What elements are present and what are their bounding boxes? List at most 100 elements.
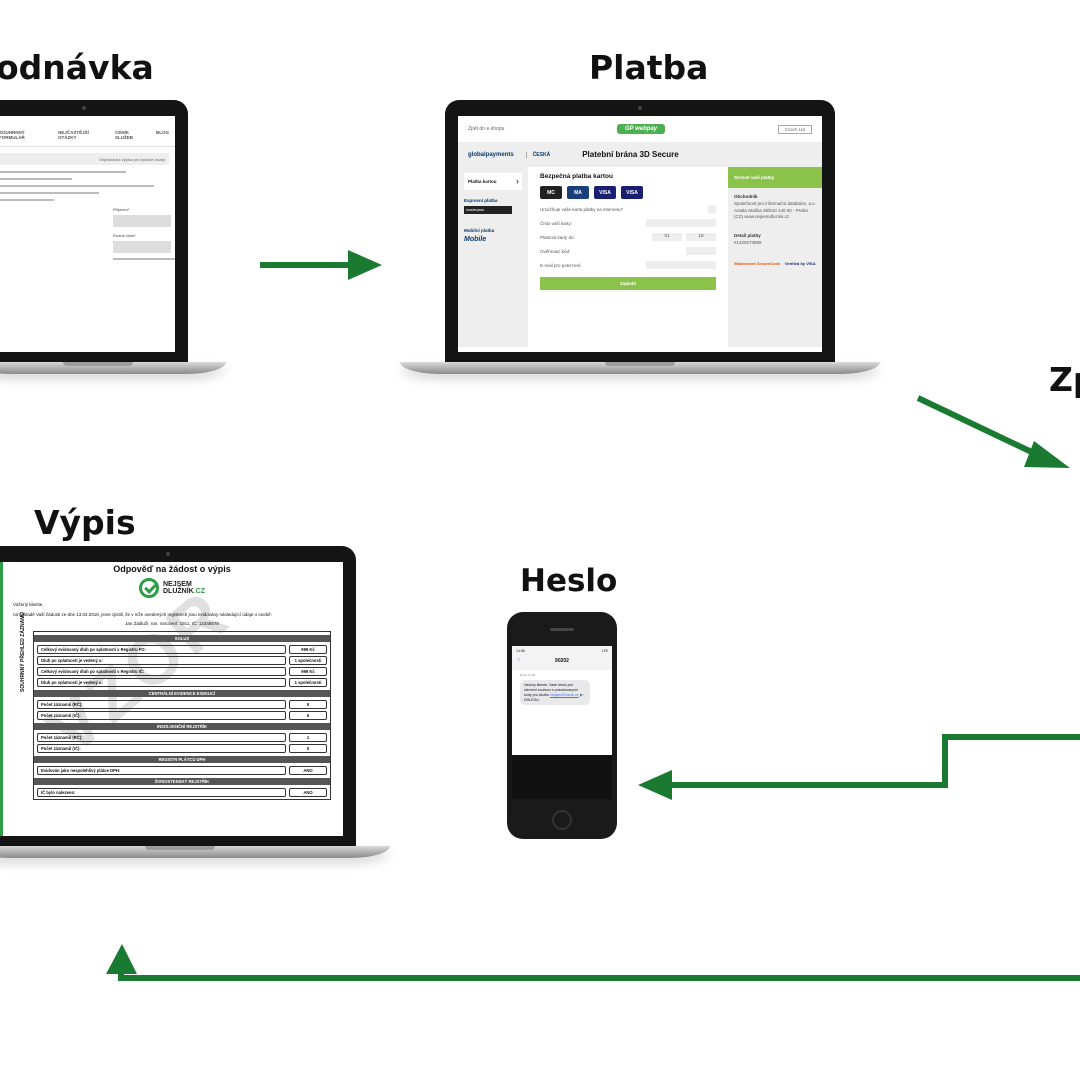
- cvc-input[interactable]: [686, 247, 716, 255]
- pay-button[interactable]: Zaplatit: [540, 277, 716, 290]
- status-time: 14:06: [516, 649, 525, 653]
- table-row: Počet záznamů (IČ):0: [37, 743, 327, 753]
- record-value: 1 společnosti: [289, 677, 327, 687]
- summary-header: Shrnutí vaší platby: [728, 167, 822, 188]
- sms-message: Vazeny kliente, Vase heslo pro otevreni …: [520, 680, 590, 706]
- masterpass-mobile-button[interactable]: Mobile: [464, 236, 487, 243]
- table-row: Evidován jako nespolehlivý plátce DPH:AN…: [37, 765, 327, 775]
- back-to-shop-link[interactable]: Zpět do e-shopu: [468, 126, 505, 132]
- laptop-order-base: [0, 362, 226, 374]
- laptop-payment: Zpět do e-shopu GP webpay Czech Ltd glob…: [445, 100, 835, 362]
- order-nav-item[interactable]: NEJČASTĚJŠÍ OTÁZKY: [58, 130, 89, 140]
- record-value: 1: [289, 732, 327, 742]
- title-platba: Platba: [589, 48, 709, 87]
- table-row: Celkový evidovaný dluh po splatnosti v R…: [37, 644, 327, 654]
- record-label: Počet záznamů (RČ):: [37, 732, 286, 742]
- table-row: Celkový evidovaný dluh po splatnosti v R…: [37, 666, 327, 676]
- sms-sender: 90202: [555, 658, 569, 664]
- expiry-label: Platnost karty do:: [540, 234, 575, 240]
- order-breadcrumb: Objednávka výpisu pro fyzické osoby: [0, 153, 169, 165]
- home-button[interactable]: [552, 810, 572, 830]
- payment-method-sidebar: Platba kartou› Expresní platba masterpas…: [458, 167, 528, 347]
- summary-side-label: SOUHRNNÝ PŘEHLED ZÁZNAMŮ: [20, 611, 26, 692]
- sms-link[interactable]: NejsemDluznik.cz: [550, 692, 579, 697]
- green-accent-bar: [0, 562, 3, 836]
- back-icon[interactable]: ‹: [518, 657, 520, 663]
- order-screen: SOUHRNNÝ FORMULÁŘ NEJČASTĚJŠÍ OTÁZKY CEN…: [0, 116, 175, 352]
- visa-icon: VISA: [594, 186, 616, 199]
- laptop-payment-base: [400, 362, 880, 374]
- arrow-to-sms: [638, 734, 1080, 800]
- card-number-input[interactable]: [646, 219, 716, 227]
- chevron-right-icon: ›: [516, 176, 519, 186]
- email-input[interactable]: [646, 261, 716, 269]
- arrow-order-to-payment: [260, 250, 382, 280]
- tab-card-payment[interactable]: Platba kartou›: [464, 173, 522, 190]
- card-form: Bezpečná platba kartou MC MA VISA VISA U…: [528, 167, 728, 347]
- record-label: Počet záznamů (IČ):: [37, 743, 286, 753]
- record-label: Dluh po splatnosti je vedený u:: [37, 655, 286, 665]
- statement-person: Jan Zadluží, nar. narození: 1911, IČ: 12…: [125, 621, 219, 627]
- visa-electron-icon: VISA: [621, 186, 643, 199]
- cvc-label: Ověřovací kód:: [540, 248, 571, 254]
- table-row: Dluh po splatnosti je vedený u:1 společn…: [37, 677, 327, 687]
- masterpass-button[interactable]: masterpass: [464, 206, 512, 214]
- mastercard-securecode-badge: Mastercard SecureCode: [734, 260, 781, 266]
- check-magnifier-icon: [139, 578, 159, 598]
- internet-payments-question: Umožňuje vaše karta platby na internetu?: [540, 206, 624, 212]
- arrow-to-statement: [106, 944, 1080, 981]
- globalpayments-logo: globalpayments: [468, 151, 514, 158]
- arrow-payment-to-confirmation: [916, 395, 1070, 468]
- statement-greeting: Vážený kliente,: [13, 602, 44, 607]
- record-value: ANO: [289, 787, 327, 797]
- order-field-label: Příjmení*: [113, 207, 130, 212]
- order-field-label: Rodné číslo*: [113, 233, 136, 238]
- record-label: IČ bylo nalezeno:: [37, 787, 286, 797]
- title-heslo: Heslo: [520, 563, 618, 599]
- registry-section-header: REGISTR PLÁTCŮ DPH: [34, 755, 330, 763]
- registry-section-header: SOLUS: [34, 634, 330, 642]
- registry-section-header: INSOLVENČNÍ REJSTŘÍK: [34, 722, 330, 730]
- statement-intro: na základě Vaší žádosti ze dne 13.04.201…: [13, 611, 272, 617]
- keyboard-area: [512, 755, 612, 799]
- record-label: Počet záznamů (RČ):: [37, 699, 286, 709]
- order-nav-item[interactable]: CENÍK SLUŽEB: [115, 130, 134, 140]
- mastercard-icon: MC: [540, 186, 562, 199]
- order-nav-item[interactable]: BLOG: [155, 130, 169, 135]
- record-value: 1 společnosti: [289, 655, 327, 665]
- mobile-payment-label: Mobilní platba: [464, 228, 495, 233]
- payment-detail: #1420273899: [734, 239, 762, 245]
- merchant-info: Společnost pro informační databáze, a.s.…: [734, 200, 816, 220]
- expiry-month-select[interactable]: 01: [652, 233, 682, 241]
- secure-payment-title: Bezpečná platba kartou: [540, 173, 613, 180]
- payment-detail-title: Detail platby: [734, 233, 761, 238]
- order-nav-item[interactable]: SOUHRNNÝ FORMULÁŘ: [0, 130, 25, 140]
- registry-section-header: ŽIVNOSTENSKÝ REJSTŘÍK: [34, 777, 330, 785]
- table-row: Dluh po splatnosti je vedený u:1 společn…: [37, 655, 327, 665]
- help-icon[interactable]: [708, 205, 716, 213]
- language-select[interactable]: Czech Ltd: [777, 124, 812, 134]
- record-value: 999 Kč: [289, 644, 327, 654]
- order-field[interactable]: [113, 241, 171, 253]
- gp-webpay-logo: GP webpay: [617, 124, 666, 134]
- laptop-order: SOUHRNNÝ FORMULÁŘ NEJČASTĚJŠÍ OTÁZKY CEN…: [0, 100, 188, 362]
- merchant-title: Obchodník: [734, 194, 758, 199]
- record-value: 6: [289, 710, 327, 720]
- record-value: 0: [289, 743, 327, 753]
- maestro-icon: MA: [567, 186, 589, 199]
- order-nav: SOUHRNNÝ FORMULÁŘ NEJČASTĚJŠÍ OTÁZKY CEN…: [0, 116, 175, 147]
- record-label: Evidován jako nespolehlivý plátce DPH:: [37, 765, 286, 775]
- bank-logo: ČESKÁ: [525, 151, 550, 158]
- table-row: Počet záznamů (RČ):1: [37, 732, 327, 742]
- records-table: SOUHRNNÝ PŘEHLED ZÁZNAMŮ SOLUS Celkový ev…: [20, 612, 331, 800]
- record-value: 999 Kč: [289, 666, 327, 676]
- registry-section-header: CENTRÁLNÍ EVIDENCE EXEKUCÍ: [34, 689, 330, 697]
- expiry-year-select[interactable]: 19: [686, 233, 716, 241]
- table-row: IČ bylo nalezeno:ANO: [37, 787, 327, 797]
- record-label: Počet záznamů (IČ):: [37, 710, 286, 720]
- order-field[interactable]: [113, 215, 171, 227]
